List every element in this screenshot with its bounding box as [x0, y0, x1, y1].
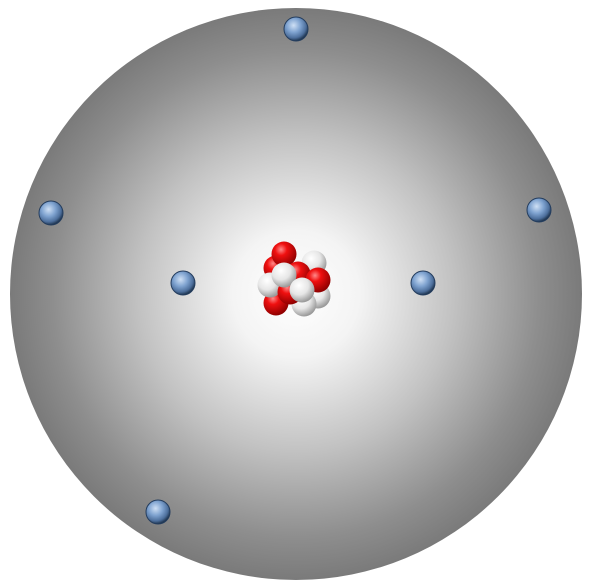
neutron-particle: [289, 277, 315, 303]
electrons: [38, 16, 552, 525]
electron-shell-1: [410, 270, 436, 296]
electron-shell-1: [170, 270, 196, 296]
neutron-particle: [271, 262, 297, 288]
electron-shell-2: [38, 200, 64, 226]
electron-shell-2: [283, 16, 309, 42]
electron-shell-2: [526, 197, 552, 223]
nucleus: [257, 241, 331, 317]
electron-shell-2: [145, 499, 171, 525]
proton-particle: [271, 241, 297, 267]
